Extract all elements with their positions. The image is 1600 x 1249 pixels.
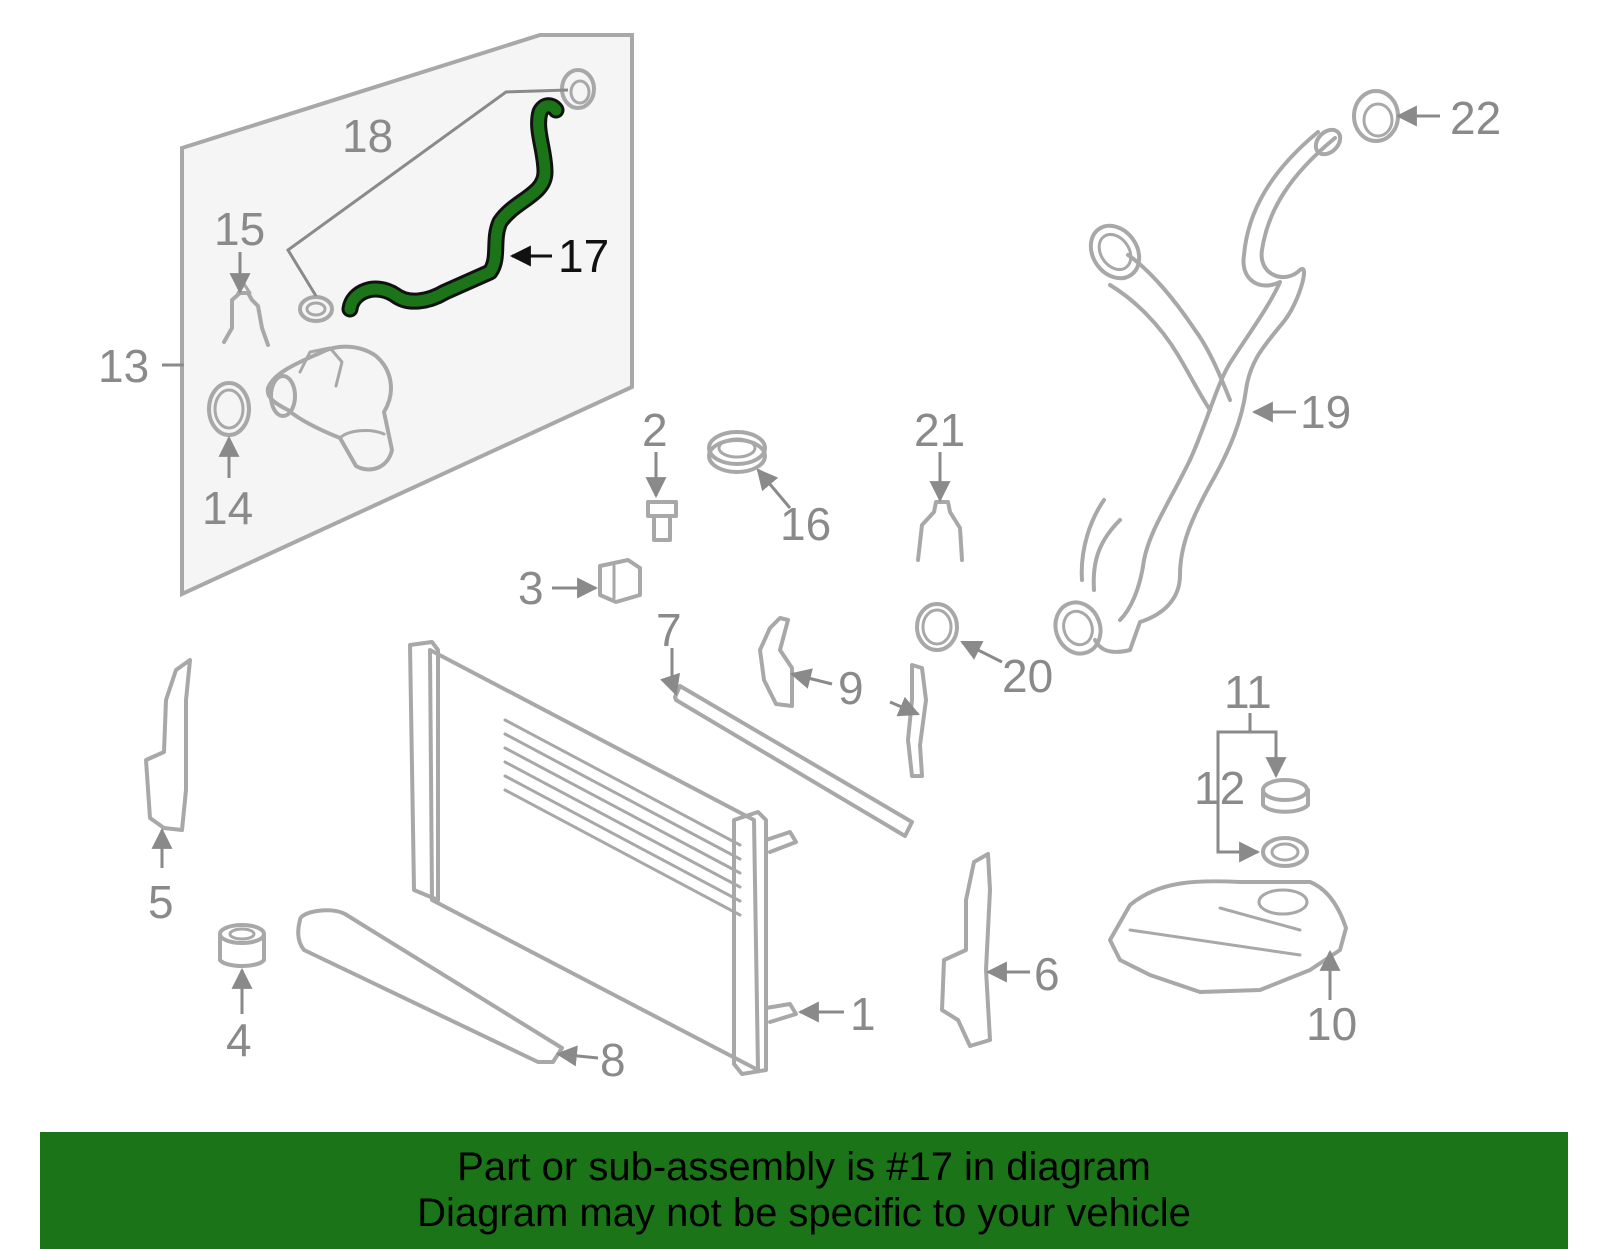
callout-20: 20: [1002, 650, 1053, 702]
callout-13: 13: [98, 340, 149, 392]
callout-22: 22: [1450, 92, 1501, 144]
subassembly-panel: [180, 33, 634, 598]
hose-17-highlighted[interactable]: [341, 97, 565, 318]
pipe-19[interactable]: [1048, 125, 1345, 660]
callout-19: 19: [1300, 386, 1351, 438]
callout-18: 18: [342, 110, 393, 162]
callout-1: 1: [850, 988, 876, 1040]
mount-4[interactable]: [218, 923, 266, 968]
callout-5: 5: [148, 876, 174, 928]
radiator-1[interactable]: [408, 640, 798, 1076]
expansion-tank-10[interactable]: [1108, 879, 1348, 994]
callout-11: 11: [1224, 666, 1272, 718]
banner-line-2: Diagram may not be specific to your vehi…: [417, 1191, 1191, 1235]
o-ring-20[interactable]: [915, 602, 959, 652]
callout-4: 4: [226, 1014, 252, 1066]
info-banner: Part or sub-assembly is #17 in diagram D…: [40, 1132, 1568, 1249]
callout-6: 6: [1034, 948, 1060, 1000]
callout-labels: 13 15 14 18 17 2 16 3 7 9 21 20 19 22 11…: [98, 92, 1501, 1086]
bolt-2[interactable]: [646, 500, 678, 542]
callout-14: 14: [202, 482, 253, 534]
callout-15: 15: [214, 203, 265, 255]
seal-7[interactable]: [673, 684, 914, 838]
callout-8: 8: [600, 1034, 626, 1086]
banner-line-1: Part or sub-assembly is #17 in diagram: [457, 1145, 1151, 1189]
callout-21: 21: [914, 404, 965, 456]
bushing-3[interactable]: [598, 558, 642, 604]
callout-10: 10: [1306, 998, 1357, 1050]
callout-17: 17: [558, 230, 609, 282]
thermostat-housing-13[interactable]: [265, 344, 394, 472]
o-ring-14[interactable]: [207, 381, 251, 437]
callout-12: 12: [1194, 762, 1245, 814]
air-guide-8[interactable]: [296, 908, 564, 1064]
ring-16[interactable]: [707, 430, 767, 474]
seal-12[interactable]: [1261, 836, 1309, 868]
bracket-6[interactable]: [940, 852, 992, 1048]
leader-lines: [151, 105, 1440, 1067]
callout-9: 9: [838, 662, 864, 714]
clamp-22[interactable]: [1352, 89, 1400, 143]
callout-3: 3: [518, 562, 544, 614]
callout-2: 2: [642, 404, 668, 456]
callout-16: 16: [780, 498, 831, 550]
callout-7: 7: [656, 604, 682, 656]
clip-21[interactable]: [916, 500, 964, 562]
cap-11[interactable]: [1261, 778, 1310, 814]
bracket-5[interactable]: [144, 658, 192, 832]
